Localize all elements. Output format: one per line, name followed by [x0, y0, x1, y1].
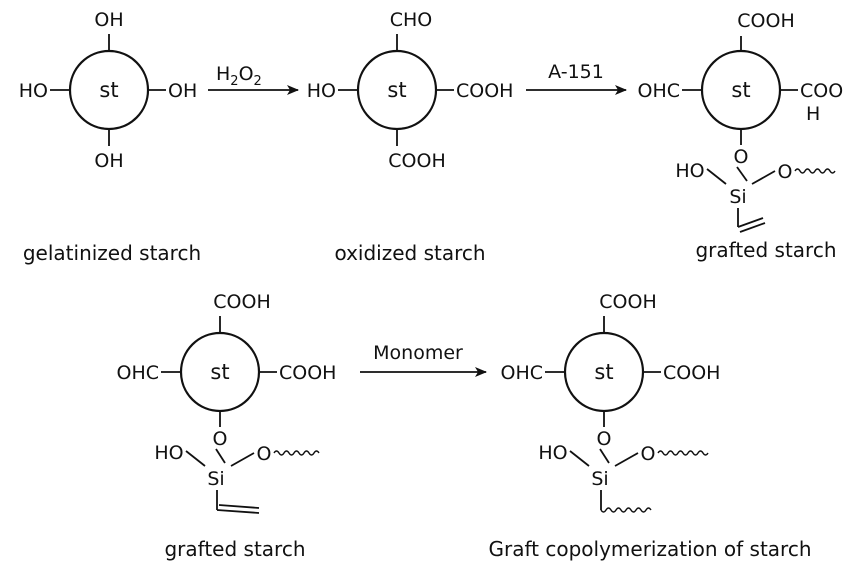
left-group: OHC	[637, 80, 680, 102]
right-group: COOH	[663, 362, 720, 384]
top-group: OH	[94, 9, 123, 31]
silicon-atom: Si	[729, 186, 746, 208]
arrow-monomer: Monomer	[360, 342, 487, 377]
hydroxyl-group: HO	[675, 160, 704, 182]
reagent-label: A-151	[548, 61, 604, 83]
bottom-group: COOH	[388, 150, 445, 172]
bottom-group: OH	[94, 150, 123, 172]
chain-oxygen: O	[641, 443, 656, 465]
molecule-grafted-starch: st COOH OHC COO H O HO Si O grafted star…	[637, 10, 843, 262]
reagent-label: Monomer	[373, 342, 463, 364]
right-group: COOH	[456, 80, 513, 102]
molecule-caption: grafted starch	[164, 537, 305, 561]
molecule-oxidized-starch: st CHO HO COOH COOH oxidized starch	[307, 9, 514, 265]
left-group: HO	[307, 80, 336, 102]
hydroxyl-group: HO	[538, 442, 567, 464]
molecule-caption: Graft copolymerization of starch	[488, 537, 811, 561]
core-label: st	[99, 78, 118, 102]
right-group-h: H	[806, 103, 820, 125]
reagent-label: H2O2	[216, 63, 262, 89]
left-group: HO	[19, 80, 48, 102]
top-group: COOH	[599, 291, 656, 313]
linking-oxygen: O	[213, 428, 228, 450]
core-label: st	[387, 78, 406, 102]
arrow-h2o2: H2O2	[208, 63, 299, 95]
chain-oxygen: O	[778, 161, 793, 183]
starch-core	[356, 49, 438, 131]
left-group: OHC	[116, 362, 159, 384]
hydroxyl-group: HO	[154, 442, 183, 464]
starch-core	[68, 49, 150, 131]
polymer-chain	[657, 450, 709, 456]
arrow-a151: A-151	[526, 61, 627, 95]
molecule-caption: oxidized starch	[334, 241, 485, 265]
silicon-atom: Si	[591, 468, 608, 490]
right-group: COO	[800, 80, 843, 102]
molecule-graft-copolymer: st COOH OHC COOH O HO Si O Graft copolym…	[488, 291, 811, 561]
polymer-chain	[794, 168, 836, 174]
right-group: COOH	[279, 362, 336, 384]
top-group: CHO	[390, 9, 433, 31]
linking-oxygen: O	[734, 146, 749, 168]
chain-oxygen: O	[257, 443, 272, 465]
silicon-atom: Si	[207, 468, 224, 490]
molecule-grafted-starch-2: st COOH OHC COOH O HO Si O grafted starc…	[116, 291, 336, 561]
molecule-caption: gelatinized starch	[23, 241, 201, 265]
core-label: st	[731, 78, 750, 102]
polymer-chain	[273, 450, 320, 456]
left-group: OHC	[500, 362, 543, 384]
right-group: OH	[168, 80, 197, 102]
copolymer-chain	[600, 507, 652, 513]
top-group: COOH	[737, 10, 794, 32]
core-label: st	[210, 360, 229, 384]
top-group: COOH	[213, 291, 270, 313]
molecule-gelatinized-starch: st OH HO OH OH gelatinized starch	[19, 9, 201, 265]
core-label: st	[594, 360, 613, 384]
linking-oxygen: O	[597, 428, 612, 450]
molecule-caption: grafted starch	[695, 238, 836, 262]
